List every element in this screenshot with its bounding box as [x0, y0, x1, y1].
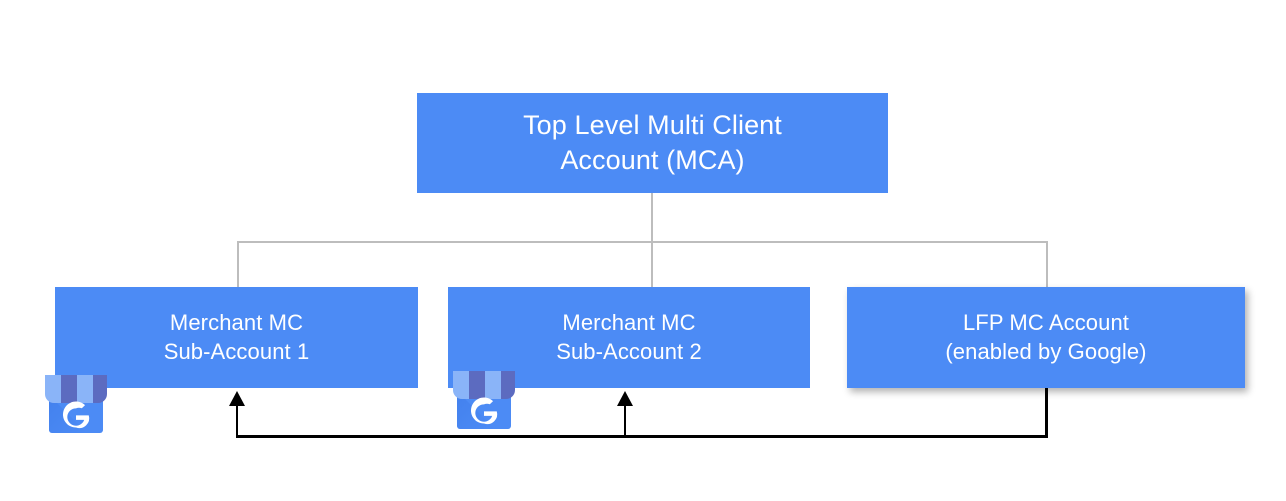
node-top-level-mca[interactable]: Top Level Multi Client Account (MCA)	[417, 93, 888, 193]
node-lfp-mc-account-label: LFP MC Account (enabled by Google)	[945, 310, 1147, 364]
connector-mca-trunk	[651, 193, 653, 243]
node-merchant-mc-sub-account-1[interactable]: Merchant MC Sub-Account 1	[55, 287, 418, 388]
google-business-profile-icon	[45, 375, 107, 433]
flow-line-up-sub2	[624, 404, 626, 437]
google-business-profile-icon	[453, 371, 515, 429]
node-top-level-mca-label: Top Level Multi Client Account (MCA)	[523, 110, 782, 175]
flow-line-horizontal	[236, 435, 1048, 438]
connector-drop-sub1	[237, 241, 239, 288]
arrowhead-icon-sub1	[229, 391, 245, 406]
connector-drop-lfp	[1046, 241, 1048, 288]
flow-line-lfp-down	[1045, 388, 1048, 438]
connector-horizontal-bus	[237, 241, 1048, 243]
flow-line-up-sub1	[236, 404, 238, 437]
connector-drop-sub2	[651, 241, 653, 288]
node-merchant-mc-sub-account-1-label: Merchant MC Sub-Account 1	[163, 310, 310, 364]
node-merchant-mc-sub-account-2-label: Merchant MC Sub-Account 2	[556, 310, 702, 364]
node-lfp-mc-account[interactable]: LFP MC Account (enabled by Google)	[847, 287, 1245, 388]
arrowhead-icon-sub2	[617, 391, 633, 406]
